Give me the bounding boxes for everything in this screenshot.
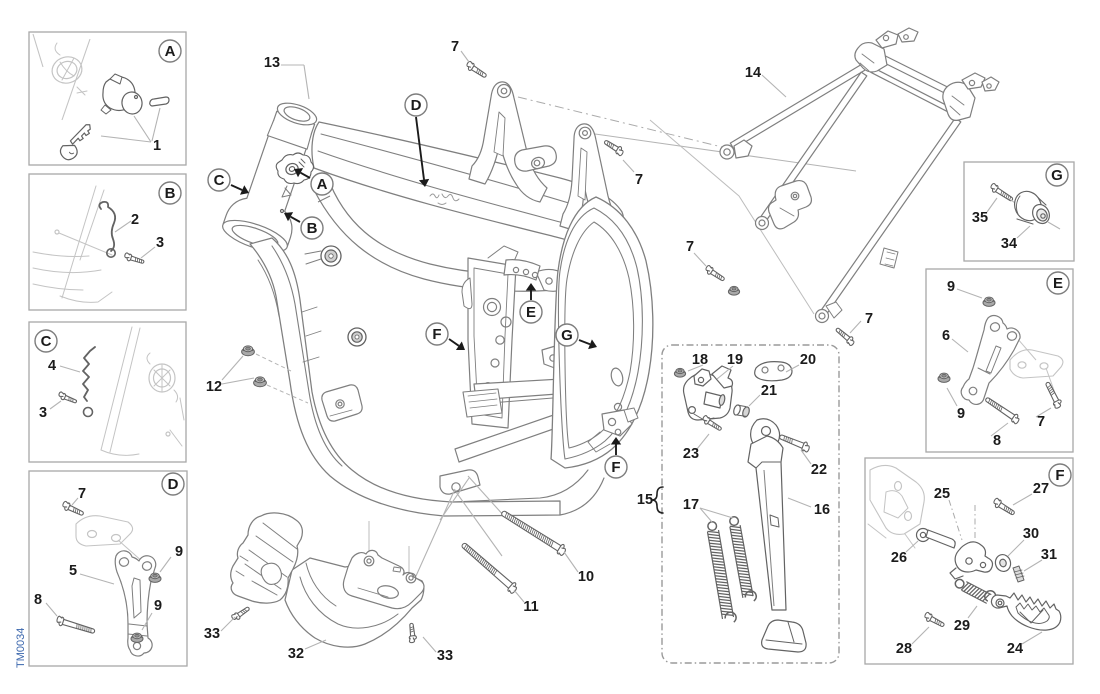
svg-text:F: F [432,326,441,343]
svg-text:F: F [611,459,620,476]
svg-text:E: E [526,304,536,321]
svg-text:16: 16 [814,502,830,518]
svg-text:5: 5 [69,563,77,579]
svg-text:C: C [214,172,225,189]
svg-text:G: G [1051,167,1063,184]
svg-text:33: 33 [437,648,453,664]
svg-text:20: 20 [800,352,816,368]
svg-text:32: 32 [288,646,304,662]
svg-text:9: 9 [175,544,183,560]
svg-text:2: 2 [131,212,139,228]
svg-text:28: 28 [896,641,912,657]
svg-text:34: 34 [1001,236,1017,252]
svg-text:7: 7 [686,239,694,255]
svg-text:F: F [1055,467,1064,484]
svg-text:7: 7 [635,172,643,188]
svg-text:B: B [165,185,176,202]
svg-text:C: C [41,333,52,350]
svg-text:9: 9 [957,406,965,422]
svg-text:26: 26 [891,550,907,566]
svg-text:A: A [317,176,328,193]
svg-text:1: 1 [153,138,161,154]
svg-text:8: 8 [993,433,1001,449]
svg-text:TM0034: TM0034 [15,628,27,668]
svg-text:29: 29 [954,618,970,634]
svg-text:33: 33 [204,626,220,642]
svg-text:8: 8 [34,592,42,608]
svg-text:6: 6 [942,328,950,344]
svg-text:7: 7 [1037,414,1045,430]
svg-text:31: 31 [1041,547,1057,563]
svg-text:27: 27 [1033,481,1049,497]
svg-text:A: A [165,43,176,60]
svg-text:9: 9 [947,279,955,295]
svg-text:3: 3 [39,405,47,421]
svg-text:30: 30 [1023,526,1039,542]
svg-text:13: 13 [264,55,280,71]
svg-text:21: 21 [761,383,777,399]
svg-text:7: 7 [78,486,86,502]
svg-text:23: 23 [683,446,699,462]
svg-text:9: 9 [154,598,162,614]
svg-text:11: 11 [523,599,538,615]
svg-text:B: B [307,220,318,237]
svg-text:12: 12 [206,379,222,395]
svg-text:E: E [1053,275,1063,292]
svg-text:25: 25 [934,486,950,502]
svg-text:14: 14 [745,65,761,81]
svg-text:22: 22 [811,462,827,478]
svg-text:3: 3 [156,235,164,251]
svg-text:G: G [561,327,573,344]
svg-text:4: 4 [48,358,56,374]
svg-text:17: 17 [683,497,699,513]
svg-text:18: 18 [692,352,708,368]
svg-text:19: 19 [727,352,743,368]
svg-text:D: D [168,476,179,493]
svg-text:D: D [411,97,422,114]
svg-text:15: 15 [637,492,653,508]
svg-text:7: 7 [451,39,459,55]
svg-text:24: 24 [1007,641,1023,657]
svg-text:10: 10 [578,569,594,585]
svg-text:7: 7 [865,311,873,327]
svg-text:35: 35 [972,210,988,226]
